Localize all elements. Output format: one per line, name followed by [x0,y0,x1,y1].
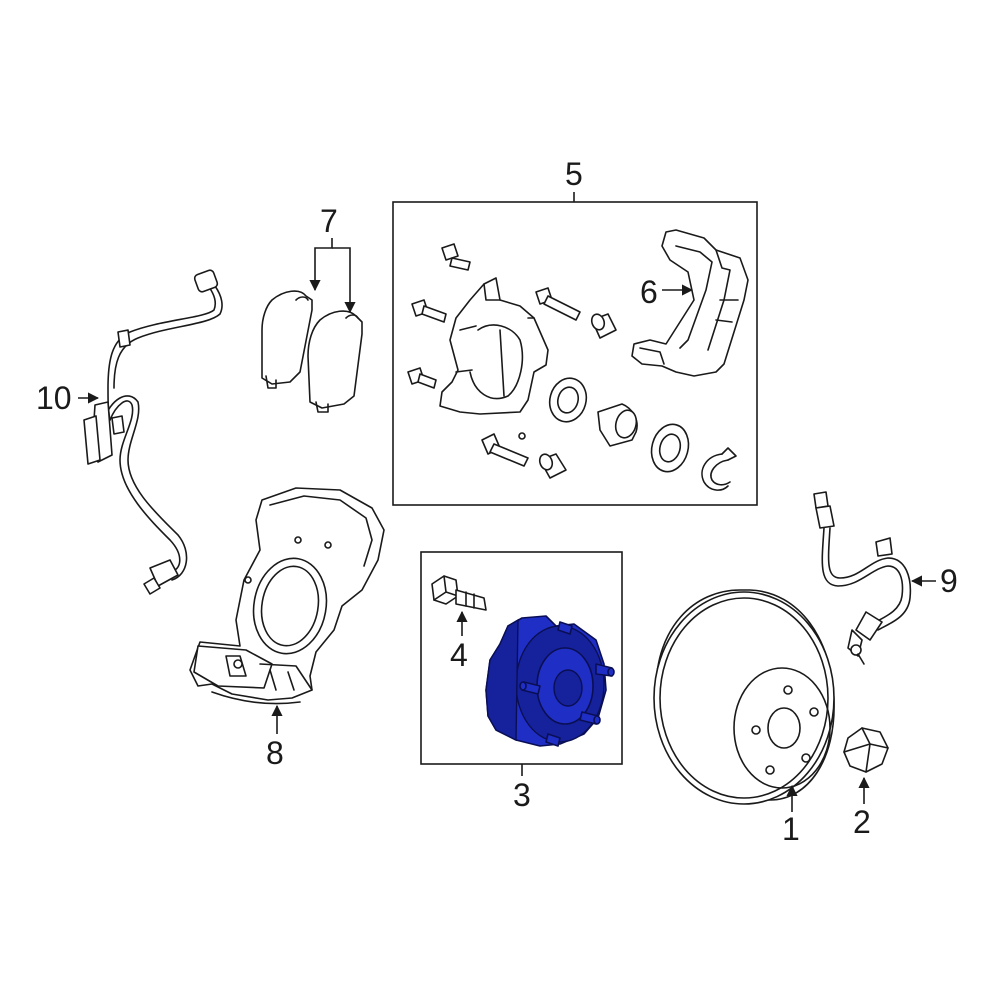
callout-4: 4 [450,637,468,673]
brake-pads[interactable] [261,290,363,413]
callout-3: 3 [513,777,531,813]
caliper-kit-parts[interactable] [407,243,737,491]
callout-2: 2 [853,804,871,840]
splash-shield[interactable] [189,487,385,705]
brake-rotor[interactable] [653,589,835,805]
callout-9: 9 [940,563,958,599]
callout-5: 5 [565,156,583,192]
leader-7b [332,247,356,314]
callout-10: 10 [36,380,72,416]
leader-7a [309,238,333,292]
wheel-hub-assembly[interactable] [485,615,615,747]
hub-bolt[interactable] [431,575,487,611]
callout-6: 6 [640,274,658,310]
abs-sensor[interactable] [83,269,223,595]
caliper-assembly-box[interactable] [392,201,758,506]
callout-8: 8 [266,735,284,771]
callout-7: 7 [320,203,338,239]
callout-1: 1 [782,811,800,847]
brake-hose[interactable] [813,491,912,665]
axle-nut[interactable] [843,727,889,773]
